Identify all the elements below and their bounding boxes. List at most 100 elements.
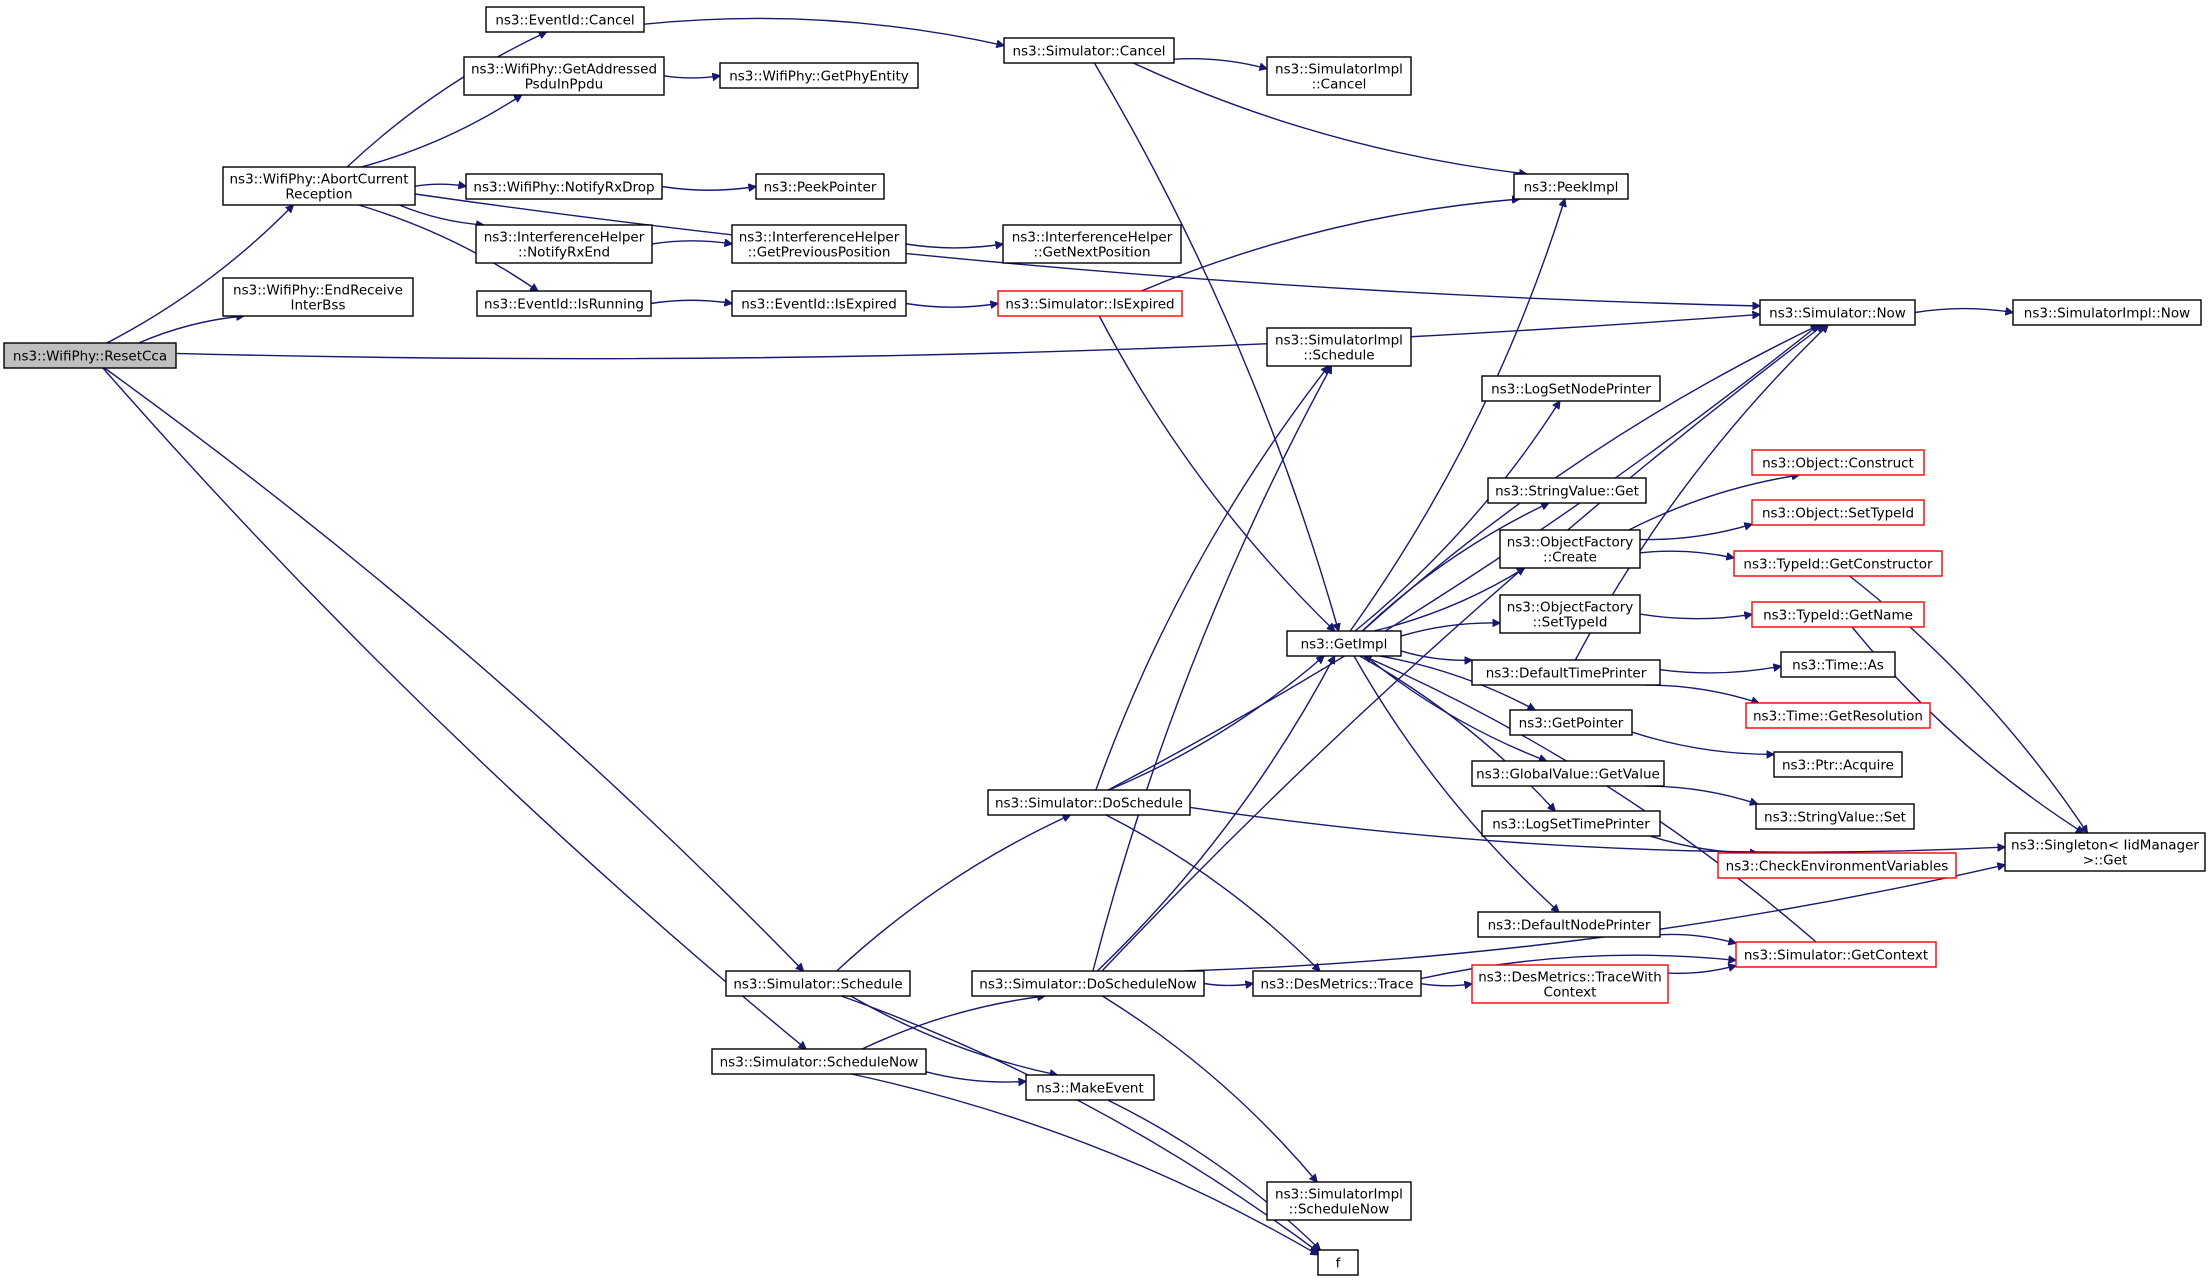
node-simimplcancel[interactable]: ns3::SimulatorImpl::Cancel (1266, 56, 1412, 96)
node-simisexpired[interactable]: ns3::Simulator::IsExpired (997, 290, 1183, 317)
node-box (731, 224, 907, 264)
node-getnextpos[interactable]: ns3::InterferenceHelper::GetNextPosition (1002, 224, 1182, 264)
node-box (222, 166, 416, 206)
node-label: ns3::WifiPhy::ResetCca (13, 349, 167, 365)
node-box (971, 970, 1205, 997)
node-eventcancel[interactable]: ns3::EventId::Cancel (485, 6, 645, 33)
node-box (1286, 630, 1402, 657)
node-objsettypeid[interactable]: ns3::Object::SetTypeId (1751, 499, 1925, 526)
node-doschedule[interactable]: ns3::Simulator::DoSchedule (987, 789, 1191, 816)
edge-notifyrxend-to-getprevpos (651, 241, 732, 244)
node-label: ns3::WifiPhy::NotifyRxDrop (473, 180, 654, 196)
node-simgetcontext[interactable]: ns3::Simulator::GetContext (1735, 941, 1937, 968)
node-notifyrxend[interactable]: ns3::InterferenceHelper::NotifyRxEnd (475, 224, 653, 264)
node-label: ns3::WifiPhy::AbortCurrent (230, 172, 409, 188)
node-typeidgetctor[interactable]: ns3::TypeId::GetConstructor (1733, 550, 1943, 577)
edge-doschedule-to-simnow (1107, 325, 1818, 791)
node-doschedulenow[interactable]: ns3::Simulator::DoScheduleNow (971, 970, 1205, 997)
node-simcancel[interactable]: ns3::Simulator::Cancel (1003, 37, 1175, 64)
node-objfactcreate[interactable]: ns3::ObjectFactory::Create (1499, 529, 1641, 569)
node-typeidgetname[interactable]: ns3::TypeId::GetName (1751, 601, 1925, 628)
node-box (1471, 659, 1661, 686)
node-objfactsettypeid[interactable]: ns3::ObjectFactory::SetTypeId (1499, 594, 1641, 634)
node-logsettimeprinter[interactable]: ns3::LogSetTimePrinter (1481, 810, 1661, 837)
node-getprevpos[interactable]: ns3::InterferenceHelper::GetPreviousPosi… (731, 224, 907, 264)
edge-abort-to-simnow (414, 193, 1760, 306)
edge-simisexpired-to-peekimpl (1141, 199, 1519, 292)
node-deftimeprinter[interactable]: ns3::DefaultTimePrinter (1471, 659, 1661, 686)
edge-resetcca-to-abort (106, 205, 293, 344)
node-logsetnodeprinter[interactable]: ns3::LogSetNodePrinter (1481, 375, 1661, 402)
node-globalgetvalue[interactable]: ns3::GlobalValue::GetValue (1471, 760, 1665, 787)
edge-doschedulenow-to-getimpl (1096, 656, 1336, 972)
edge-getpointer-to-ptracquire (1631, 731, 1774, 754)
node-defnodeprinter[interactable]: ns3::DefaultNodePrinter (1477, 911, 1661, 938)
node-label: ns3::SimulatorImpl (1275, 1187, 1403, 1203)
node-box (1471, 964, 1669, 1004)
node-box (1499, 529, 1641, 569)
node-objconstruct[interactable]: ns3::Object::Construct (1751, 449, 1925, 476)
node-label: ns3::Simulator::DoSchedule (995, 796, 1183, 812)
node-simimplschedule[interactable]: ns3::SimulatorImpl::Schedule (1266, 327, 1412, 367)
node-isrunning[interactable]: ns3::EventId::IsRunning (476, 290, 652, 317)
edge-simisexpired-to-getimpl (1098, 315, 1334, 631)
node-label: ns3::Singleton< IidManager (2011, 838, 2199, 854)
node-label: ::Cancel (1312, 77, 1367, 93)
node-makeevent[interactable]: ns3::MakeEvent (1025, 1074, 1155, 1101)
node-simimplnow[interactable]: ns3::SimulatorImpl::Now (2012, 299, 2202, 326)
node-checkenv[interactable]: ns3::CheckEnvironmentVariables (1717, 852, 1957, 879)
node-label: ns3::Time::As (1792, 658, 1884, 674)
edge-abort-to-notifyrxend (399, 204, 483, 225)
node-label: ::Schedule (1303, 348, 1374, 364)
node-box (3, 342, 177, 369)
edge-resetcca-to-endreceive (138, 316, 244, 344)
edge-objfactcreate-to-objsettypeid (1639, 524, 1752, 541)
edge-simcancel-to-simimplcancel (1173, 58, 1267, 69)
node-getpointer[interactable]: ns3::GetPointer (1509, 709, 1633, 736)
node-stringvalueget[interactable]: ns3::StringValue::Get (1487, 477, 1647, 504)
node-label: ns3::GetImpl (1301, 637, 1388, 653)
node-isexpired-ev[interactable]: ns3::EventId::IsExpired (731, 290, 907, 317)
edge-getimpl-to-peekimpl (1349, 199, 1565, 632)
node-box (1499, 594, 1641, 634)
edge-getimpl-to-stringvalueget (1361, 503, 1549, 632)
node-box (1002, 224, 1182, 264)
node-simschedulenow[interactable]: ns3::Simulator::ScheduleNow (711, 1048, 927, 1075)
node-simnow[interactable]: ns3::Simulator::Now (1759, 299, 1916, 326)
node-f[interactable]: f (1317, 1249, 1359, 1276)
node-label: ns3::Ptr::Acquire (1782, 758, 1894, 774)
node-singleton[interactable]: ns3::Singleton< IidManager >::Get (2004, 832, 2206, 872)
edge-destrace-to-simgetcontext (1420, 954, 1736, 980)
edge-simcancel-to-getimpl (1093, 62, 1338, 631)
node-simschedule[interactable]: ns3::Simulator::Schedule (725, 970, 911, 997)
node-resetcca[interactable]: ns3::WifiPhy::ResetCca (3, 342, 177, 369)
node-box (711, 1048, 927, 1075)
node-timeas[interactable]: ns3::Time::As (1780, 651, 1896, 678)
node-box (731, 290, 907, 317)
edge-notifyrxdrop-to-peekpointer (661, 187, 756, 191)
edge-simcancel-to-peekimpl (1133, 62, 1526, 174)
node-box (1751, 449, 1925, 476)
node-box (1759, 299, 1916, 326)
node-peekimpl[interactable]: ns3::PeekImpl (1513, 173, 1629, 200)
edge-doschedulenow-to-simimplschedule (1092, 366, 1332, 972)
node-ptracquire[interactable]: ns3::Ptr::Acquire (1773, 751, 1903, 778)
node-stringvalueset[interactable]: ns3::StringValue::Set (1755, 803, 1915, 830)
node-timegetres[interactable]: ns3::Time::GetResolution (1745, 702, 1931, 729)
node-box (1780, 651, 1896, 678)
node-peekpointer[interactable]: ns3::PeekPointer (755, 173, 885, 200)
edge-getimpl-to-deftimeprinter (1400, 650, 1472, 660)
node-label: ns3::ObjectFactory (1507, 535, 1634, 551)
node-label: ns3::Simulator::Schedule (733, 977, 902, 993)
node-getphyentity[interactable]: ns3::WifiPhy::GetPhyEntity (719, 62, 919, 89)
node-simimplschednow[interactable]: ns3::SimulatorImpl::ScheduleNow (1266, 1181, 1412, 1221)
node-box (1513, 173, 1629, 200)
node-notifyrxdrop[interactable]: ns3::WifiPhy::NotifyRxDrop (465, 173, 663, 200)
node-destrace[interactable]: ns3::DesMetrics::Trace (1252, 970, 1422, 997)
node-label: ns3::TypeId::GetConstructor (1743, 557, 1933, 573)
node-getimpl[interactable]: ns3::GetImpl (1286, 630, 1402, 657)
